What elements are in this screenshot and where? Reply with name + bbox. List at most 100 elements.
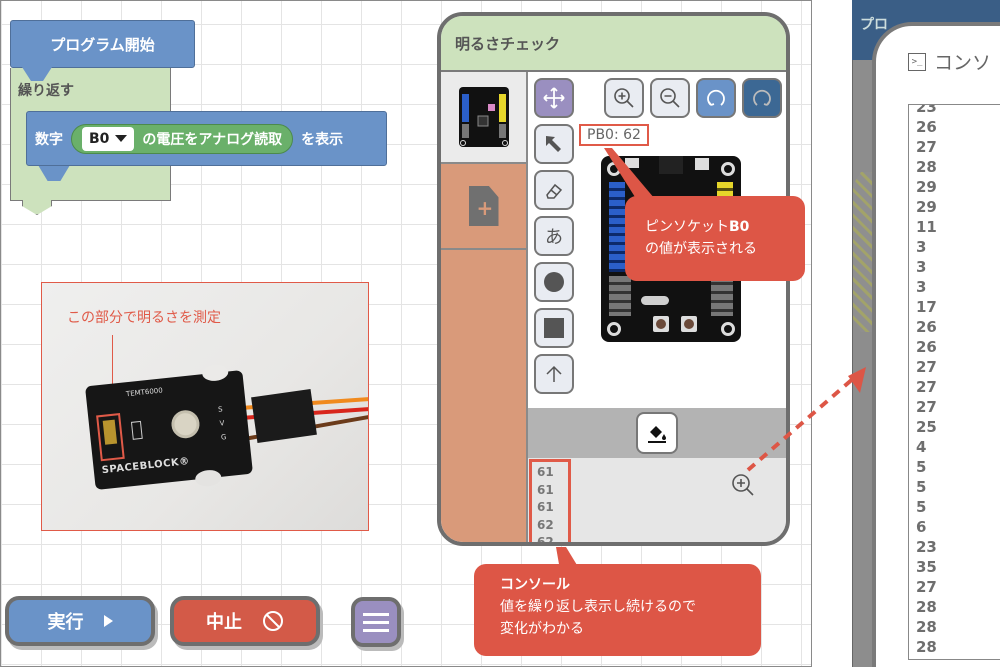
annotation-line (112, 335, 113, 425)
console-log-line: 26 (916, 318, 937, 336)
pointer-tool-button[interactable] (534, 124, 574, 164)
callout-text: ピンソケット (645, 219, 729, 235)
menu-button[interactable] (351, 597, 401, 647)
sensor-pin-labels: S V G (217, 402, 227, 444)
square-icon (544, 318, 564, 338)
mount-hole (607, 322, 621, 336)
prohibited-icon (263, 611, 283, 631)
console-log-line: 26 (916, 118, 937, 136)
console-line: 61 (537, 482, 554, 497)
console-log-line: 11 (916, 218, 937, 236)
stop-button[interactable]: 中止 (170, 596, 320, 646)
show-number-connector (38, 165, 70, 181)
analog-read-block[interactable]: B0 の電圧をアナログ読取 (71, 123, 294, 154)
reset-switch (653, 316, 669, 332)
panel-gap (812, 0, 852, 667)
console-line: 61 (537, 465, 554, 479)
console-log-line: 4 (916, 438, 927, 456)
callout-line: の値が表示される (645, 241, 757, 257)
zoom-in-icon (732, 474, 754, 496)
console-log-line: 5 (916, 458, 927, 476)
gray-pin-header (711, 276, 733, 316)
run-button[interactable]: 実行 (5, 596, 155, 646)
console-line: 61 (537, 500, 554, 514)
console-log-line: 3 (916, 238, 927, 256)
zoom-out-icon (660, 88, 680, 108)
board-thumbnail-icon (458, 87, 509, 147)
text-icon: あ (545, 227, 563, 248)
program-start-label: プログラム開始 (50, 35, 155, 54)
console-log-line: 6 (916, 518, 927, 536)
circle-icon (544, 272, 564, 292)
console-area[interactable]: 61 61 61 62 62 (528, 458, 786, 542)
console-log-line: 3 (916, 278, 927, 296)
usb-connector (659, 156, 683, 174)
zoom-out-button[interactable] (650, 78, 690, 118)
console-log-line: 5 (916, 478, 927, 496)
move-icon (543, 87, 565, 109)
zoom-in-button[interactable] (604, 78, 644, 118)
show-number-suffix: を表示 (301, 131, 344, 148)
console-log-line: 3 (916, 258, 927, 276)
console-log-line: 23 (916, 538, 937, 556)
callout-line: 値を繰り返し表示し続けるので (500, 599, 696, 615)
simulator-header: 明るさチェック (441, 16, 786, 72)
eraser-tool-button[interactable] (534, 170, 574, 210)
paint-bucket-button[interactable] (636, 412, 678, 454)
pin-label-v: V (219, 419, 225, 428)
console-log-line: 29 (916, 198, 937, 216)
show-number-block[interactable]: 数字 B0 の電圧をアナログ読取 を表示 (26, 111, 387, 166)
resistor (130, 420, 143, 440)
user-switch (681, 316, 697, 332)
pin-label-s: S (217, 405, 223, 414)
background-block (853, 172, 873, 332)
console-output: 61 61 61 62 62 (529, 459, 571, 546)
callout-title: コンソール (500, 577, 570, 593)
console-log-line: 25 (916, 418, 937, 436)
rotate-right-button[interactable] (742, 78, 782, 118)
gray-pin-header (609, 276, 631, 316)
rotate-cw-icon (753, 89, 771, 106)
console-log-line: 27 (916, 378, 937, 396)
console-expand-button[interactable] (730, 472, 756, 498)
board-notch (194, 468, 223, 488)
console-log-line: 23 (916, 104, 937, 116)
mount-hole (721, 322, 735, 336)
console-log-line: 27 (916, 358, 937, 376)
sensor-led (170, 408, 201, 440)
console-log-line: 26 (916, 338, 937, 356)
move-tool-button[interactable] (534, 78, 574, 118)
pin-dropdown[interactable]: B0 (82, 126, 135, 151)
repeat-block-label: 繰り返す (18, 83, 74, 99)
sensor-highlight-box (96, 413, 125, 462)
console-line: 62 (537, 517, 554, 532)
console-log-line: 28 (916, 598, 937, 616)
square-tool-button[interactable] (534, 308, 574, 348)
up-tool-button[interactable] (534, 354, 574, 394)
console-log-line: 29 (916, 178, 937, 196)
dropdown-arrow-icon (115, 135, 128, 142)
stop-label: 中止 (206, 612, 242, 633)
text-tool-button[interactable]: あ (534, 216, 574, 256)
circle-tool-button[interactable] (534, 262, 574, 302)
console-line: 62 (537, 535, 554, 546)
simulator-stage[interactable]: あ PB0: 62 (528, 72, 786, 408)
console-window-title: >_ コンソ (908, 48, 991, 75)
program-start-block[interactable]: プログラム開始 (10, 20, 195, 68)
add-file-button[interactable] (441, 164, 526, 250)
background-app-title: プロ (860, 17, 888, 33)
rotate-left-button[interactable] (696, 78, 736, 118)
blue-pin-header (609, 182, 625, 272)
wire-connector (251, 389, 317, 443)
pin-readout: PB0: 62 (579, 124, 649, 146)
terminal-icon: >_ (908, 52, 926, 71)
mount-hole (721, 162, 735, 176)
console-log-line: 27 (916, 398, 937, 416)
pin-dropdown-value: B0 (89, 130, 110, 147)
console-log-line: 28 (916, 618, 937, 636)
board-thumbnail[interactable] (441, 72, 526, 164)
console-log-line: 17 (916, 298, 937, 316)
